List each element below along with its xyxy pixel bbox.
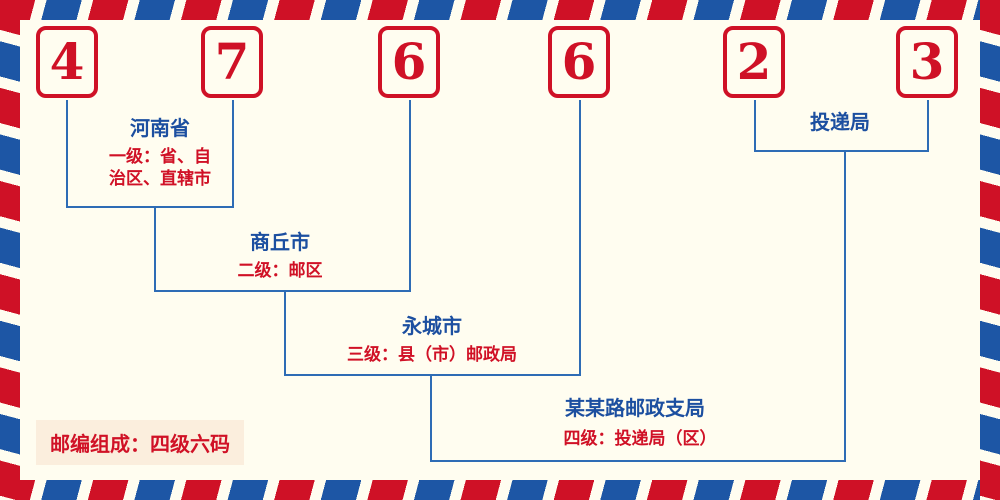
connector-line — [409, 100, 411, 290]
airmail-border-right — [980, 0, 1000, 500]
level1-desc-line1: 一级：省、自 — [109, 147, 211, 167]
connector-line — [66, 206, 234, 208]
digit-3: 6 — [391, 32, 427, 91]
level1-name: 河南省 — [130, 116, 190, 140]
digit-box-4: 6 — [548, 26, 610, 98]
connector-line — [754, 100, 756, 150]
connector-line — [284, 374, 581, 376]
digit-box-1: 4 — [36, 26, 98, 98]
airmail-border-left — [0, 0, 20, 500]
level4-desc: 四级：投递局（区） — [563, 429, 717, 449]
digit-5: 2 — [736, 32, 772, 91]
level3-name: 永城市 — [402, 314, 462, 338]
digit-box-2: 7 — [201, 26, 263, 98]
connector-line — [430, 460, 846, 462]
digit-box-5: 2 — [723, 26, 785, 98]
level2-desc: 二级：邮区 — [237, 261, 323, 281]
level3-desc: 三级：县（市）邮政局 — [347, 345, 517, 365]
connector-line — [66, 100, 68, 206]
connector-line — [154, 206, 156, 290]
digit-2: 7 — [214, 32, 250, 91]
level4-name: 某某路邮政支局 — [565, 396, 705, 420]
airmail-border-top — [0, 0, 1000, 20]
digit-4: 6 — [561, 32, 597, 91]
airmail-border-bottom — [0, 480, 1000, 500]
digit-box-3: 6 — [378, 26, 440, 98]
connector-line — [754, 150, 929, 152]
footer-label: 邮编组成：四级六码 — [36, 420, 244, 465]
digit-box-6: 3 — [896, 26, 958, 98]
delivery-name: 投递局 — [810, 110, 870, 134]
connector-line — [844, 150, 846, 460]
connector-line — [927, 100, 929, 150]
connector-line — [284, 290, 286, 374]
connector-line — [579, 100, 581, 374]
digit-6: 3 — [909, 32, 945, 91]
connector-line — [232, 100, 234, 206]
connector-line — [154, 290, 411, 292]
level1-desc-line2: 治区、直辖市 — [109, 169, 211, 189]
connector-line — [430, 374, 432, 460]
level2-name: 商丘市 — [250, 230, 310, 254]
digit-1: 4 — [49, 32, 85, 91]
